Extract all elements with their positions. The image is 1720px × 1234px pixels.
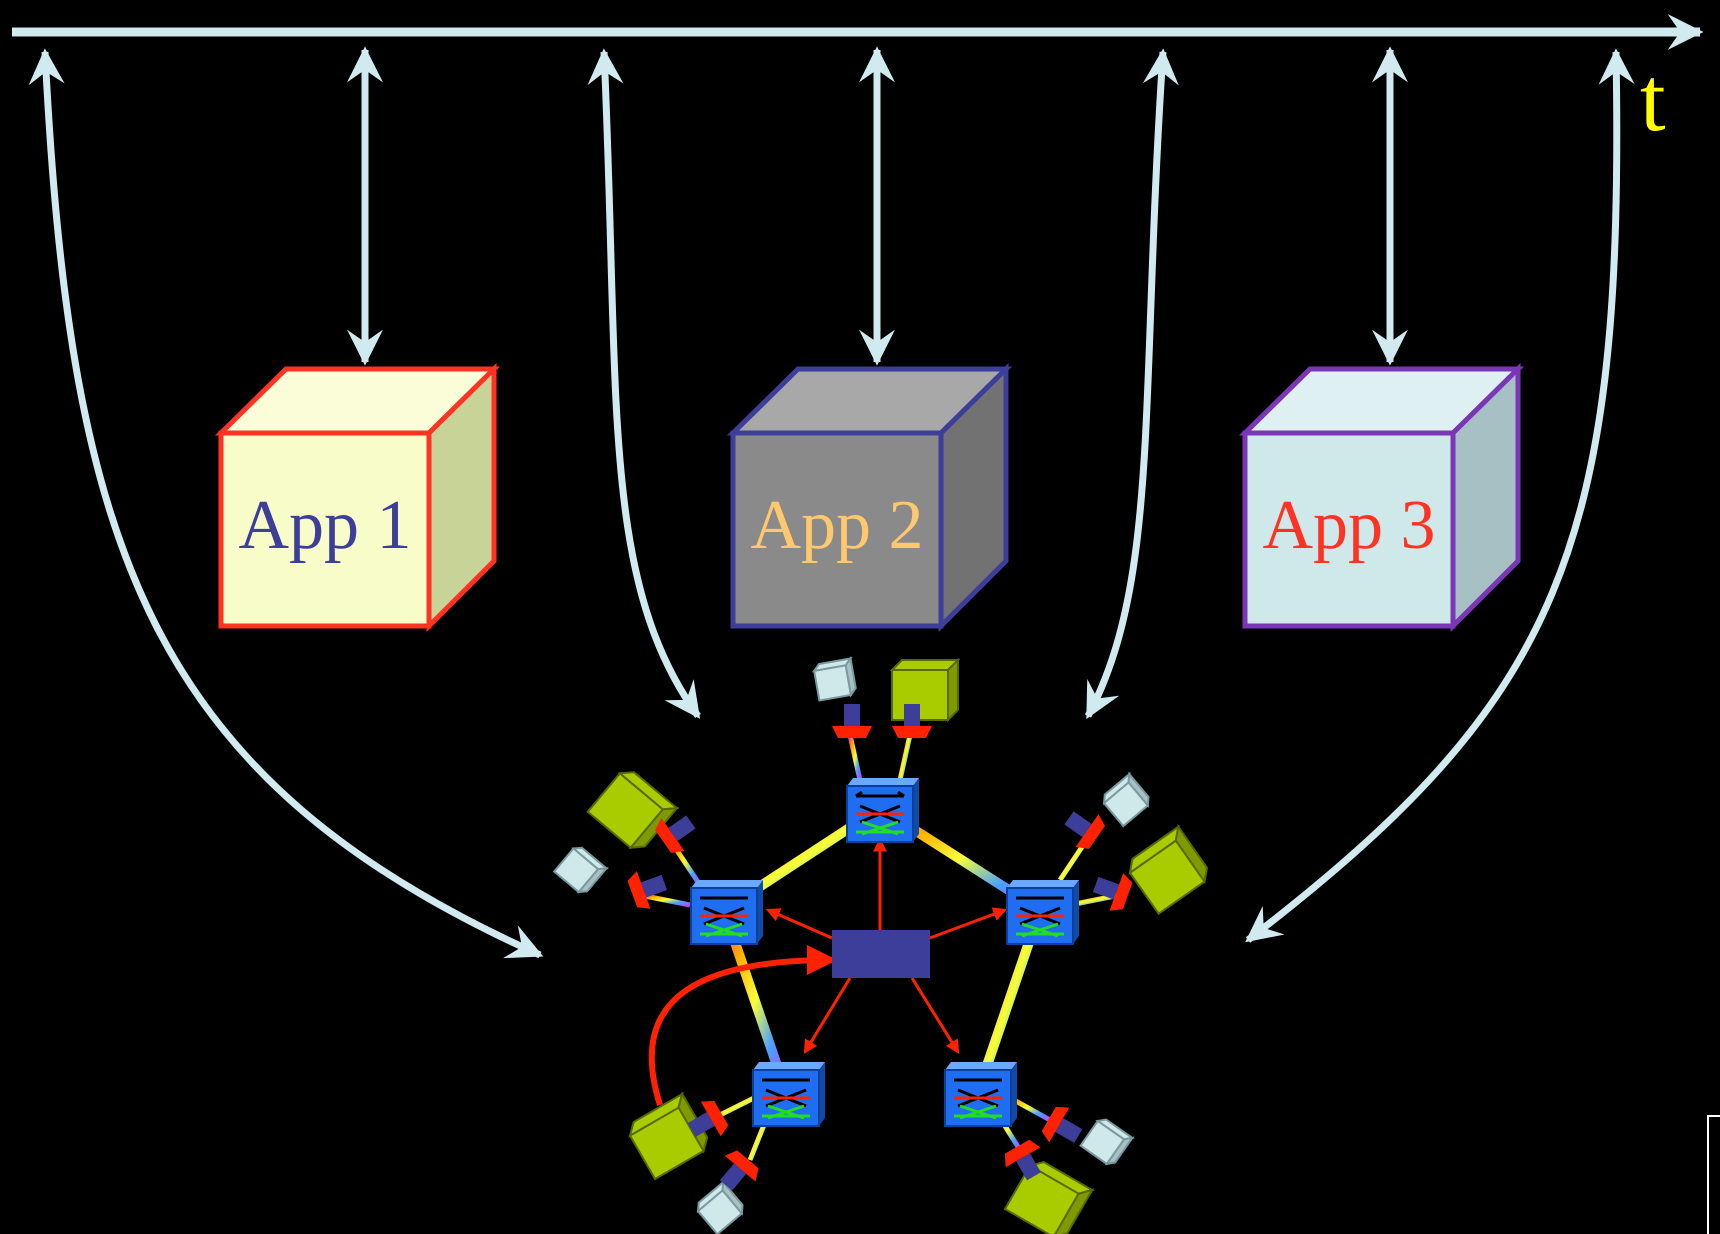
large-host <box>586 771 680 850</box>
app-links <box>347 46 1408 366</box>
network-links <box>28 48 1635 959</box>
large-host <box>628 1091 709 1181</box>
app3-cube-front <box>1242 430 1456 629</box>
network <box>552 655 1209 1234</box>
switches <box>690 778 1079 1127</box>
small-host <box>1079 1118 1135 1166</box>
large-hosts <box>586 657 1209 1234</box>
large-host <box>1003 1160 1095 1234</box>
controller-arrow <box>910 977 960 1054</box>
app1-cube-front <box>218 430 432 629</box>
app1-cube: App 1 <box>214 363 501 633</box>
network-link-arrow-3 <box>1084 48 1179 720</box>
controller-arrows <box>648 837 1008 1106</box>
app2-label: App 2 <box>750 487 923 564</box>
switch-top <box>846 778 919 843</box>
small-host <box>696 1179 744 1234</box>
small-host <box>1102 771 1150 828</box>
corner-box <box>1707 1115 1720 1234</box>
small-host <box>811 655 857 702</box>
corner-box-frame <box>1707 1115 1720 1234</box>
switch-bottom-left <box>752 1062 825 1127</box>
host-link <box>897 734 913 781</box>
app1-label: App 1 <box>238 487 411 564</box>
switch-left <box>690 880 763 945</box>
timeline-label: t <box>1640 48 1666 150</box>
network-link-arrow-4 <box>1245 48 1635 943</box>
app3-label: App 3 <box>1262 487 1435 564</box>
controller <box>832 930 930 978</box>
small-host <box>552 846 609 894</box>
controller-arrow <box>765 908 833 940</box>
switch-bottom-right <box>944 1062 1017 1127</box>
network-link-arrow-2 <box>587 48 701 719</box>
large-host <box>889 657 961 723</box>
large-host <box>1128 824 1209 916</box>
small-hosts <box>552 655 1150 1234</box>
switch-right <box>1006 880 1079 945</box>
app2-cube-front <box>730 430 944 629</box>
controller-arrow <box>929 907 1008 940</box>
timeline: t <box>12 14 1704 150</box>
controller-arrow <box>803 977 852 1054</box>
controller-feedback-arrow <box>648 945 837 1106</box>
app2-cube: App 2 <box>726 363 1013 633</box>
host-link <box>847 734 863 781</box>
app3-cube: App 3 <box>1238 363 1525 633</box>
network-link-arrow-1 <box>28 48 544 959</box>
connectors <box>627 704 1133 1191</box>
